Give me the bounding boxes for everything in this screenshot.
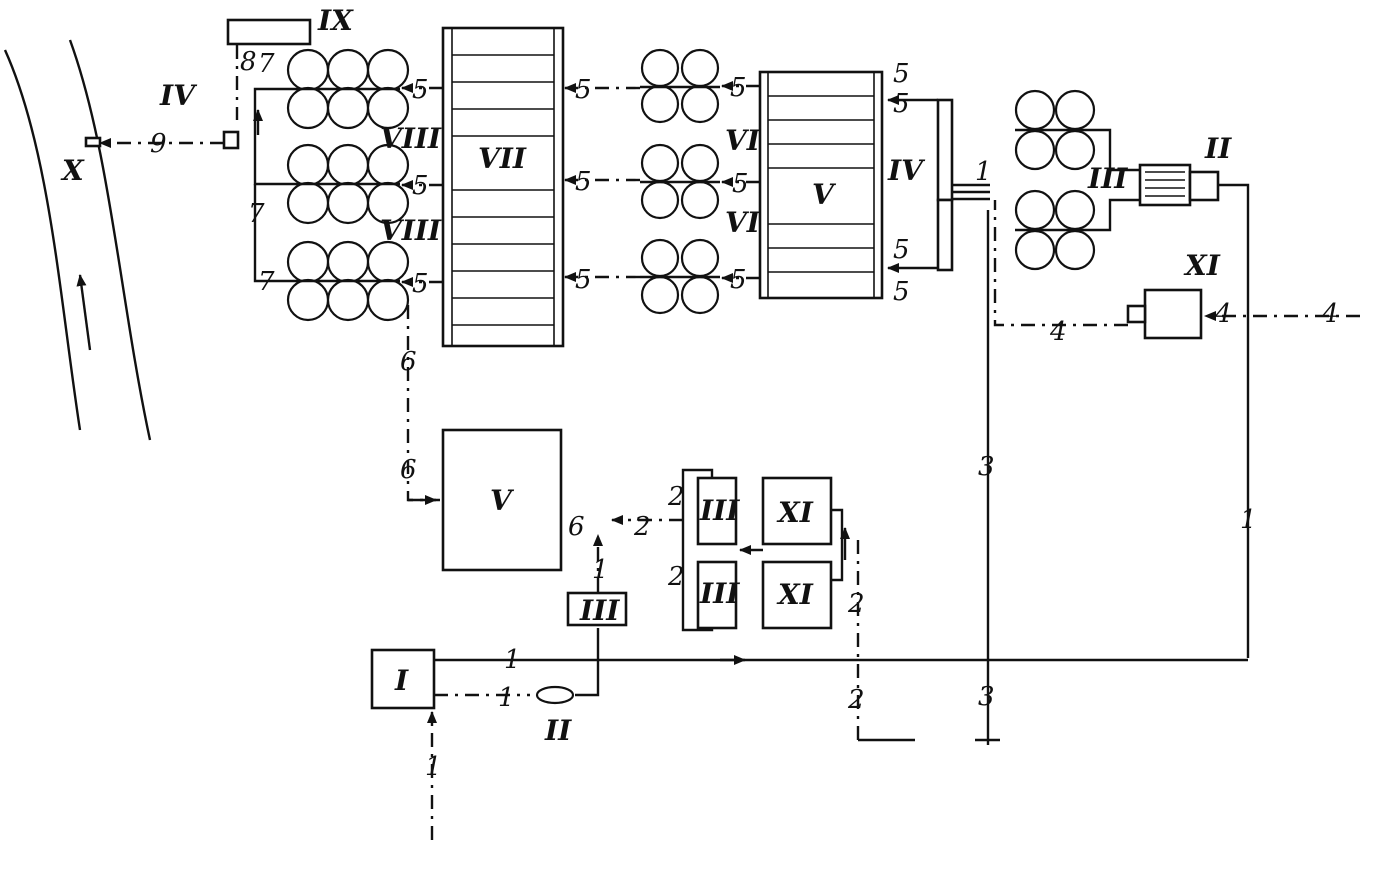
unit-iii-lower-a — [696, 476, 738, 546]
flow-label-1-in: 1 — [425, 752, 442, 782]
flow-label-5-g: 5 — [730, 73, 747, 103]
flow-label-5-h: 5 — [732, 169, 749, 199]
flow-label-5-f: 5 — [575, 265, 592, 295]
label-xi-lower-b: XI — [776, 578, 814, 611]
unit-xi-upper — [1143, 288, 1203, 340]
reactor-bank-viii-top — [280, 48, 410, 130]
unit-i-box — [370, 648, 436, 710]
flow-label-3-a: 3 — [978, 452, 995, 482]
label-v-upper: V — [812, 178, 837, 211]
label-i: I — [394, 664, 409, 697]
reactor-bank-viii-middle — [280, 143, 410, 225]
flow-label-1-main: 1 — [504, 645, 521, 675]
reactor-bank-vi-top — [640, 48, 720, 124]
unit-xi-lower-b — [761, 560, 833, 630]
label-ix: IX — [317, 4, 354, 37]
flow-label-2-b: 2 — [667, 482, 685, 512]
label-iii-small: III — [579, 594, 620, 627]
flow-label-4-c: 4 — [1321, 299, 1339, 329]
column-vii — [441, 26, 565, 348]
label-iii-lower-a: III — [699, 494, 740, 527]
flow-label-4-a: 4 — [1049, 317, 1067, 347]
flow-label-5-k: 5 — [893, 89, 910, 119]
unit-ix-box — [226, 18, 312, 46]
line-4-out — [993, 200, 1128, 327]
flow-label-2-c: 2 — [667, 562, 685, 592]
flow-label-6-c: 6 — [568, 512, 585, 542]
label-iv-right: IV — [887, 154, 926, 187]
label-ii-lower: II — [544, 714, 572, 747]
label-ii-upper: II — [1204, 132, 1232, 165]
flow-label-7-top: 7 — [258, 49, 275, 79]
label-vi-top: VI — [725, 124, 761, 157]
label-iv-left: IV — [159, 79, 198, 112]
label-iii-lower-b: III — [699, 577, 740, 610]
label-xi-lower-a: XI — [776, 496, 814, 529]
flow-label-1-to-ii: 1 — [498, 683, 515, 713]
flow-label-5-c: 5 — [412, 269, 429, 299]
distributor-ii-upper — [1138, 163, 1220, 207]
label-x: X — [60, 154, 85, 187]
label-iii-upper: III — [1087, 162, 1128, 195]
unit-iii-lower-b — [696, 560, 738, 630]
flow-label-1-top: 1 — [975, 157, 992, 187]
flow-label-5-e: 5 — [575, 167, 592, 197]
flow-label-5-i: 5 — [730, 265, 747, 295]
label-viii-bottom: VIII — [380, 214, 442, 247]
flow-label-1-iii: 1 — [592, 555, 609, 585]
unit-iv-box — [222, 130, 240, 150]
flow-label-5-j: 5 — [893, 59, 910, 89]
reactor-bank-vi-bottom — [640, 238, 720, 315]
unit-xi-lower-a — [761, 476, 833, 546]
label-vii: VII — [478, 142, 527, 175]
flow-label-2-a: 2 — [633, 512, 651, 542]
lines-5-vi-to-vii — [564, 83, 640, 282]
flow-label-6-b: 6 — [400, 455, 417, 485]
reactor-bank-viii-bottom — [280, 240, 410, 322]
reactor-bank-iii-upper — [1014, 89, 1140, 271]
pump-ii-lower — [535, 685, 575, 705]
flow-label-5-m: 5 — [893, 277, 910, 307]
flow-label-2-e: 2 — [847, 685, 865, 715]
distributor-iv — [887, 95, 990, 273]
flow-label-7-mid: 7 — [248, 199, 265, 229]
unit-x-outlet — [84, 136, 102, 148]
column-v-upper — [758, 70, 884, 300]
label-v-lower: V — [490, 484, 515, 517]
flow-label-5-b: 5 — [412, 171, 429, 201]
label-vi-bottom: VI — [725, 206, 761, 239]
flow-label-8: 8 — [240, 47, 257, 77]
river — [3, 39, 152, 441]
lines-5-vii-to-viii — [401, 83, 443, 287]
label-viii-top: VIII — [380, 122, 442, 155]
lines-5-v-to-vi — [721, 81, 760, 283]
unit-iii-small — [566, 591, 628, 627]
collector-line-7 — [253, 87, 280, 283]
flow-label-6-a: 6 — [400, 347, 417, 377]
flow-label-7-bot: 7 — [258, 267, 275, 297]
flow-label-4-b: 4 — [1214, 299, 1232, 329]
line-1-right — [1218, 183, 1250, 658]
flow-label-5-d: 5 — [575, 75, 592, 105]
label-xi-upper: XI — [1183, 249, 1221, 282]
unit-v-lower — [441, 428, 563, 572]
flow-label-5-a: 5 — [412, 75, 429, 105]
flow-label-3-b: 3 — [978, 682, 995, 712]
flow-label-1-right: 1 — [1240, 505, 1257, 535]
flow-label-5-l: 5 — [893, 235, 910, 265]
flow-label-9: 9 — [150, 129, 167, 159]
flow-label-2-d: 2 — [847, 589, 865, 619]
reactor-bank-vi-middle — [640, 143, 720, 220]
